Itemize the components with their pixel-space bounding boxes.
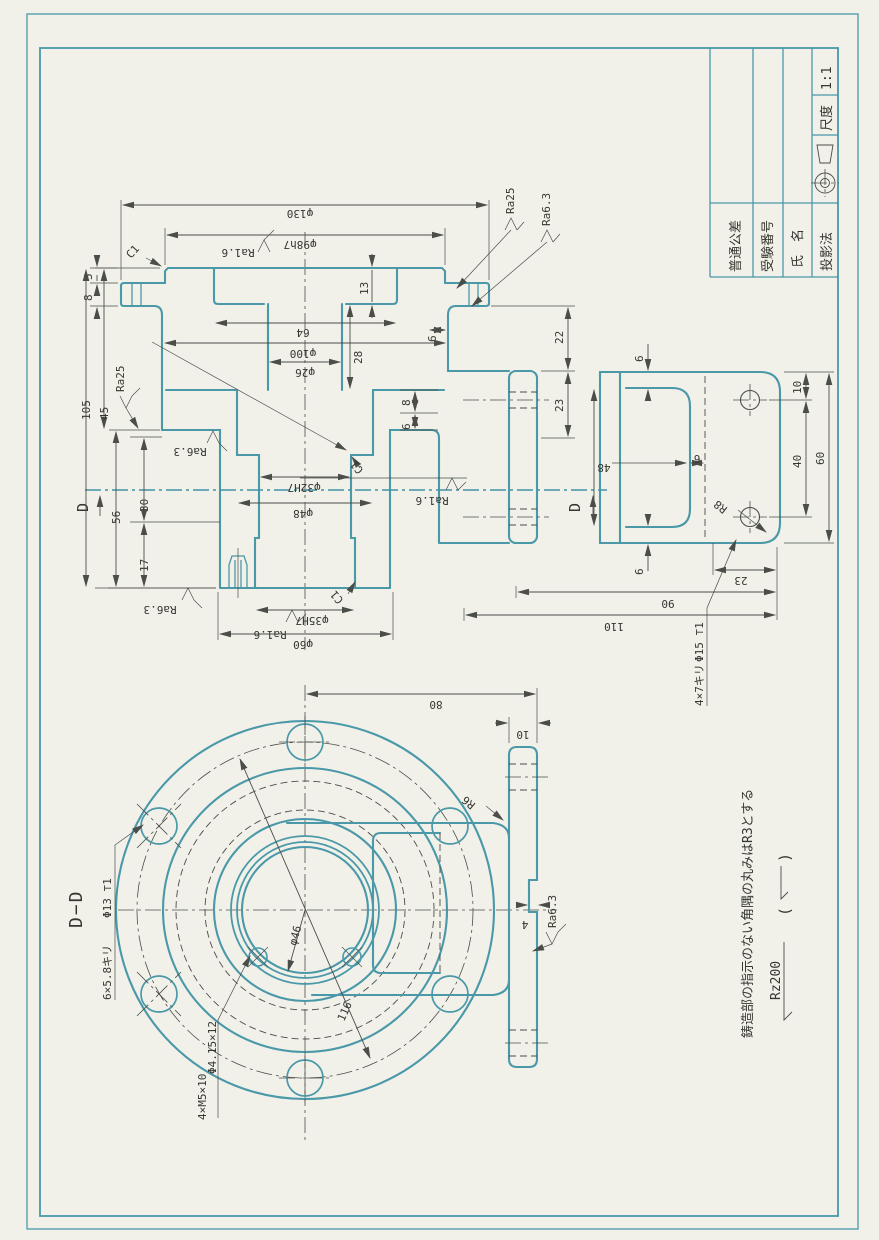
dim-ra25-left: Ra25 [114,366,127,393]
dim-dd4: 4 [521,918,528,931]
dim-dd-tap2: Φ4.15×12 [206,1021,219,1074]
dim-ra25-right: Ra25 [504,188,517,215]
exam-no-label: 受験番号 [761,220,776,272]
side-view: R8 6 6 48 6 10 40 60 23 90 110 4 [463,344,834,706]
dim-sv6-bot: 6 [633,568,646,575]
dim-d45: 45 [98,407,111,420]
dim-d5: 5 [82,273,95,280]
dim-d60: φ60 [293,638,313,651]
name-label: 氏 名 [790,229,806,268]
dim-sv-spotface: Φ15 ⊤1 [693,622,706,662]
scale-value: 1:1 [820,67,835,90]
title-block: 普通公差 受験番号 氏 名 投影法 尺度 1:1 [709,48,839,278]
bolt-hole [733,501,767,533]
dim-d32: φ32H7 [287,481,320,494]
dim-sv60: 60 [814,452,827,465]
notes: 鋳造部の指示のない角隅の丸みはR3とする Rz200 ( ) [740,789,794,1038]
dim-d8b: 8 [400,399,413,406]
dim-dd10: 10 [516,728,529,741]
dim-r6: R6 [459,793,478,811]
dim-ra63-bottom: Ra6.3 [143,603,176,616]
dim-d13: 13 [358,282,371,295]
surface-mark-ra63-right: Ra6.3 [472,193,561,306]
other-surfaces-symbol: ( ) [776,853,794,916]
dim-d48: φ48 [293,507,313,520]
projection-label: 投影法 [819,232,835,271]
sheet-border [26,13,859,1230]
dim-r8: R8 [711,497,729,515]
dim-d105: 105 [80,400,93,420]
dim-d28: 28 [352,351,365,364]
dim-d26: φ26 [295,366,315,379]
surface-mark-ra25-left: Ra25 [114,366,140,429]
dim-sv23: 23 [734,574,747,587]
dim-d6-flange: 6 [426,335,439,342]
dim-sv10: 10 [791,381,804,394]
section-letter-right: D [566,503,584,512]
dim-d98: φ98h7 [283,238,316,251]
front-view: D D φ130 φ98h7 Ra1.6 C1 5 8 Ra25 [74,188,607,651]
dim-dd80: 80 [429,698,442,711]
bolt-hole [733,384,767,416]
dim-d35: φ35H7 [295,614,328,627]
dim-ra16-mid: Ra1.6 [415,494,448,507]
dim-sv48: 48 [597,461,610,474]
chamfer-c1-bot: C1 [328,581,356,607]
dim-c1-top: C1 [124,242,143,261]
section-letter-left: D [74,503,92,512]
dim-sv6-mid: 6 [694,452,701,465]
section-title: D−D [66,889,87,928]
tap-note-section: 4×M5×10 Φ4.15×12 [196,954,251,1120]
corner-radius-r8: R8 [711,497,767,533]
dim-ra63-right: Ra6.3 [540,193,553,226]
dim-d46: φ46 [286,924,304,947]
surface-mark-ra63-bottom: Ra6.3 [143,587,203,616]
dim-ra16-top: Ra1.6 [221,246,254,259]
dim-dd-drill: 6×5.8キリ [101,945,114,1000]
tolerance-label: 普通公差 [729,220,744,272]
projection-symbol-icon [811,144,839,197]
surface-mark-ra25-right: Ra25 [457,188,525,289]
dim-d22: 22 [553,331,566,344]
drill-note-section: 6×5.8キリ Φ13 ⊤1 [101,824,144,1000]
dim-dd-ra63: Ra6.3 [546,895,559,928]
dim-d23: 23 [553,399,566,412]
dim-d100: φ100 [290,347,317,360]
dim-d6b: 6 [400,423,413,430]
surface-mark-ra16-top: Ra1.6 [221,229,275,259]
dim-d30: 30 [138,499,151,512]
dim-ra16-bot: Ra1.6 [253,628,286,641]
dim-sv6-top: 6 [633,355,646,362]
dim-dd-tap1: 4×M5×10 [196,1074,209,1120]
dim-d116: 116 [335,1000,355,1023]
dim-d130: φ130 [287,207,314,220]
drill-note-side: 4×7キリ Φ15 ⊤1 [693,538,737,706]
pin-feature [228,548,248,598]
dim-ra63-shoulder: Ra6.3 [173,445,206,458]
dim-sv110: 110 [604,620,624,633]
dim-d8: 8 [82,294,95,301]
dim-sv90: 90 [661,597,674,610]
surface-mark-dd-ra63: Ra6.3 [533,895,567,951]
dim-sv40: 40 [791,455,804,468]
dim-sv-drill: 4×7キリ [693,664,706,706]
dim-dd-spotface: Φ13 ⊤1 [101,878,114,918]
casting-note: 鋳造部の指示のない角隅の丸みはR3とする [740,789,756,1038]
chamfer-c1-top: C1 [124,242,163,267]
surface-mark-ra16-mid: Ra1.6 [415,477,467,507]
dim-d56: 56 [110,511,123,524]
surface-mark-ra63-shoulder: Ra6.3 [173,430,228,458]
foot-plate [285,745,552,1069]
dim-c1-bot: C1 [328,588,346,607]
default-roughness-symbol: Rz200 [769,942,793,1022]
dim-d17: 17 [138,559,151,572]
paren-open: ( [776,907,794,916]
scale-label: 尺度 [819,105,835,131]
default-roughness-value: Rz200 [769,961,784,1000]
dim-d64: 64 [296,326,310,339]
section-view: D−D [66,685,567,1140]
paren-close: ) [776,853,794,862]
